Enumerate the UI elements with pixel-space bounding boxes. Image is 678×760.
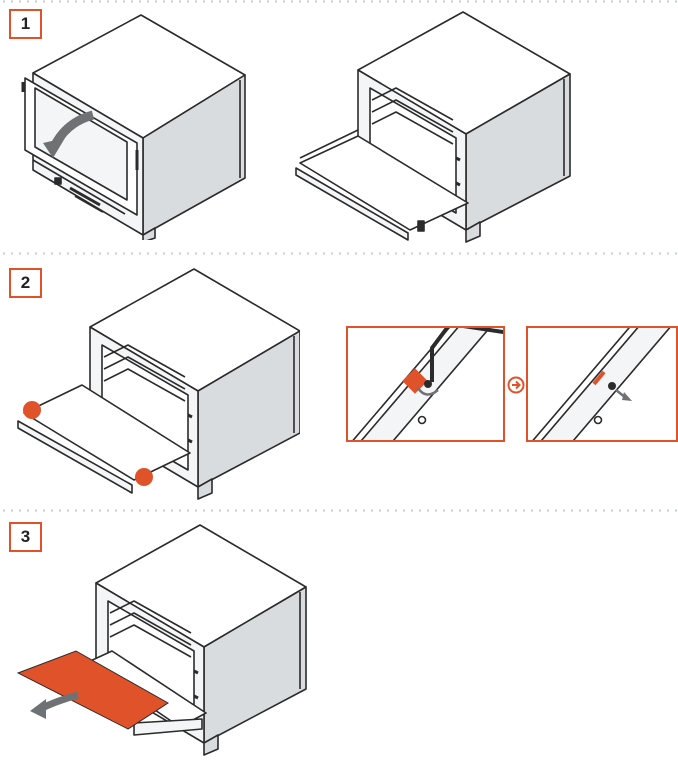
orange-dot-icon [135,468,153,486]
step-3-badge: 3 [9,522,42,552]
step-2-badge: 2 [9,268,42,298]
oven-door-closed-illustration [15,10,255,240]
hinge-screw-removed-inset [526,326,678,442]
oven-door-panel-removal-illustration [16,523,316,758]
hinge-screw-loosen-inset [346,326,505,442]
step-1-badge: 1 [9,9,42,39]
hex-key-icon [430,328,503,382]
divider-step-3 [0,509,678,512]
orange-dot-icon [23,401,41,419]
circle-arrow-right-icon [507,376,525,394]
divider-step-2 [0,252,678,255]
door-glass-panel [16,650,169,730]
oven-door-open-illustration [288,8,578,248]
oven-hinge-markers-illustration [10,265,300,505]
divider-top [0,0,678,3]
